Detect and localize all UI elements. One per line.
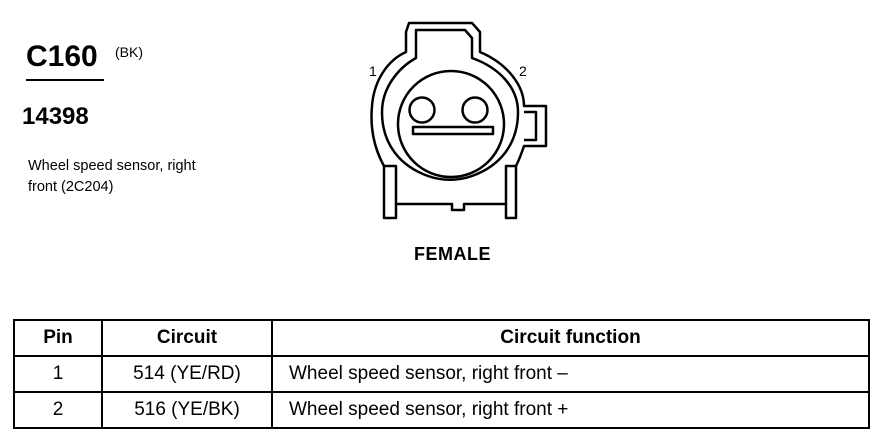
table-header-row: Pin Circuit Circuit function — [13, 319, 870, 357]
header-circuit: Circuit — [101, 319, 273, 357]
connector-id-underline — [26, 79, 104, 81]
description-line-1: Wheel speed sensor, right — [28, 158, 196, 174]
table-row: 2 516 (YE/BK) Wheel speed sensor, right … — [13, 391, 870, 429]
connector-face-circle — [396, 69, 506, 179]
pin-2-cavity — [461, 96, 489, 124]
table-row: 1 514 (YE/RD) Wheel speed sensor, right … — [13, 355, 870, 393]
pin-1-label: 1 — [369, 63, 377, 79]
row-pin: 1 — [13, 355, 103, 393]
connector-description: Wheel speed sensor, right front (2C204) — [28, 156, 258, 198]
connector-face-drawing — [370, 21, 548, 220]
pin-2-label: 2 — [519, 63, 527, 79]
header-pin: Pin — [13, 319, 103, 357]
connector-key-bar — [411, 125, 495, 136]
row-function: Wheel speed sensor, right front + — [271, 391, 870, 429]
pin-1-cavity — [408, 96, 436, 124]
connector-id: C160 — [26, 40, 98, 73]
connector-skirt-lines — [384, 164, 516, 204]
row-pin: 2 — [13, 391, 103, 429]
row-function: Wheel speed sensor, right front – — [271, 355, 870, 393]
part-number: 14398 — [22, 103, 89, 130]
connector-inner-outline — [380, 28, 520, 181]
connector-color-code: (BK) — [115, 44, 143, 60]
row-circuit: 516 (YE/BK) — [101, 391, 273, 429]
header-circuit-function: Circuit function — [271, 319, 870, 357]
connector-latch — [524, 110, 538, 142]
connector-gender: FEMALE — [414, 244, 491, 264]
row-circuit: 514 (YE/RD) — [101, 355, 273, 393]
description-line-2: front (2C204) — [28, 179, 114, 195]
connector-housing-outline — [370, 21, 548, 220]
pin-table: Pin Circuit Circuit function 1 514 (YE/R… — [13, 319, 870, 429]
